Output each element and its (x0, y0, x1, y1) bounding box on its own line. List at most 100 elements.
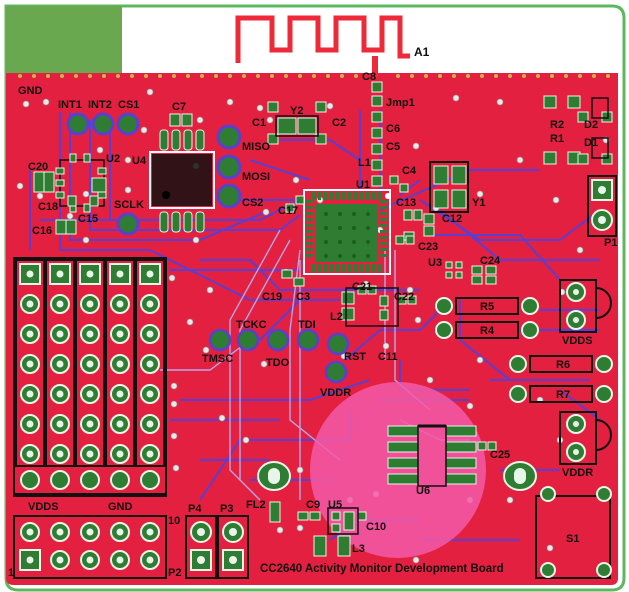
p2-pin-hole (146, 556, 154, 564)
label-u6: U6 (416, 485, 430, 497)
corner-block (6, 6, 122, 73)
header-grid-pin-hole (26, 450, 34, 458)
p2-pin-hole (26, 556, 34, 564)
label-gnd-top: GND (18, 85, 43, 97)
header-grid-pin-hole (86, 330, 94, 338)
label-l2: L2 (330, 311, 343, 323)
header-grid-pin-hole (56, 450, 64, 458)
header-grid-pin-hole (116, 420, 124, 428)
header-grid-pin-hole (116, 330, 124, 338)
mounting-holes (257, 461, 537, 491)
label-c12: C12 (442, 213, 462, 225)
p4-outline (185, 515, 217, 579)
header-grid-pin-hole (146, 330, 154, 338)
label-fl2: FL2 (246, 499, 266, 511)
p2-pin-hole (146, 528, 154, 536)
header-grid-pin-hole (26, 390, 34, 398)
label-c4: C4 (402, 165, 417, 177)
u1-perimeter-pads (306, 192, 388, 272)
label-c24: C24 (480, 255, 501, 267)
header-grid-pin-hole (56, 330, 64, 338)
label-c23: C23 (418, 241, 438, 253)
header-grid-pin-hole (86, 300, 94, 308)
label-a1: A1 (414, 45, 430, 59)
label-r4: R4 (480, 325, 495, 337)
label-cs2: CS2 (242, 197, 263, 209)
label-c25: C25 (490, 449, 510, 461)
header-grid-pin-hole (116, 270, 124, 278)
p1-pin-square-hole (598, 186, 606, 194)
p1-pin-round-hole (598, 216, 606, 224)
label-sclk: SCLK (114, 199, 144, 211)
header-grid-pin-hole (146, 360, 154, 368)
silkscreen-labels: GND A1 INT1 INT2 CS1 C7 C1 Y2 C2 C8 Jmp1… (8, 45, 617, 579)
label-c5: C5 (386, 141, 400, 153)
antenna-trace (235, 15, 410, 63)
label-mosi: MOSI (242, 171, 270, 183)
label-rst: RST (344, 351, 366, 363)
label-u1: U1 (356, 179, 370, 191)
purple-traces (29, 110, 601, 541)
header-grid-pin-hole (26, 300, 34, 308)
label-r1: R1 (550, 133, 564, 145)
label-vdds-right: VDDS (562, 335, 593, 347)
label-c15: C15 (78, 213, 98, 225)
label-c2: C2 (332, 117, 346, 129)
top-via-row (18, 74, 610, 78)
header-grid-outline (13, 257, 167, 497)
l2-body (345, 287, 399, 327)
y2-body (275, 115, 319, 137)
label-y1: Y1 (472, 197, 485, 209)
header-pads-top (66, 112, 140, 136)
label-pin10: 10 (168, 515, 180, 527)
p2-pin-hole (26, 528, 34, 536)
label-c22: C22 (394, 291, 414, 303)
header-grid-pin-hole (56, 300, 64, 308)
label-p4: P4 (188, 503, 202, 515)
label-vdds-bottom: VDDS (28, 501, 59, 513)
header-grid-pin-hole (26, 360, 34, 368)
p2-pin-hole (56, 528, 64, 536)
u4-pin1-dot (162, 191, 170, 199)
led-resistor-pads (543, 95, 613, 165)
header-grid-pin-hole (116, 450, 124, 458)
label-r2: R2 (550, 119, 564, 131)
label-y2: Y2 (290, 105, 303, 117)
u1-outline (303, 189, 391, 275)
rf-column-pads (371, 81, 409, 193)
u1-pin1-dot (385, 193, 391, 199)
label-pin1: 1 (8, 567, 14, 579)
p3-outline (217, 515, 249, 579)
header-grid-pin-hole (146, 300, 154, 308)
label-s1: S1 (566, 533, 579, 545)
label-int1: INT1 (58, 99, 82, 111)
header-grid-pin-hole (26, 420, 34, 428)
r6-r7-resistors (509, 355, 613, 403)
label-d1: D1 (584, 137, 598, 149)
label-l3: L3 (352, 543, 365, 555)
header-grid-pin-hole (146, 390, 154, 398)
s1-outline (535, 495, 611, 579)
label-u2: U2 (106, 153, 120, 165)
header-grid-pin-hole (86, 450, 94, 458)
led-outlines (591, 97, 609, 159)
u3-pads (445, 261, 497, 285)
c25-pads (477, 441, 497, 451)
jtag-pads (208, 328, 350, 384)
label-vddr-center: VDDR (320, 387, 351, 399)
spi-pads (116, 124, 242, 236)
u1-thermal-vias (324, 212, 370, 258)
label-jmp1: Jmp1 (386, 97, 415, 109)
label-c17: C17 (278, 205, 298, 217)
header-grid-pin-hole (116, 300, 124, 308)
label-tckc: TCKC (236, 319, 267, 331)
label-d2: D2 (584, 119, 598, 131)
header-grid-pin-hole (56, 420, 64, 428)
label-c21: C21 (352, 281, 372, 293)
header-grid-pin-hole (86, 420, 94, 428)
u5-body (327, 507, 359, 535)
label-c6: C6 (386, 123, 400, 135)
header-grid-pin-hole (26, 330, 34, 338)
